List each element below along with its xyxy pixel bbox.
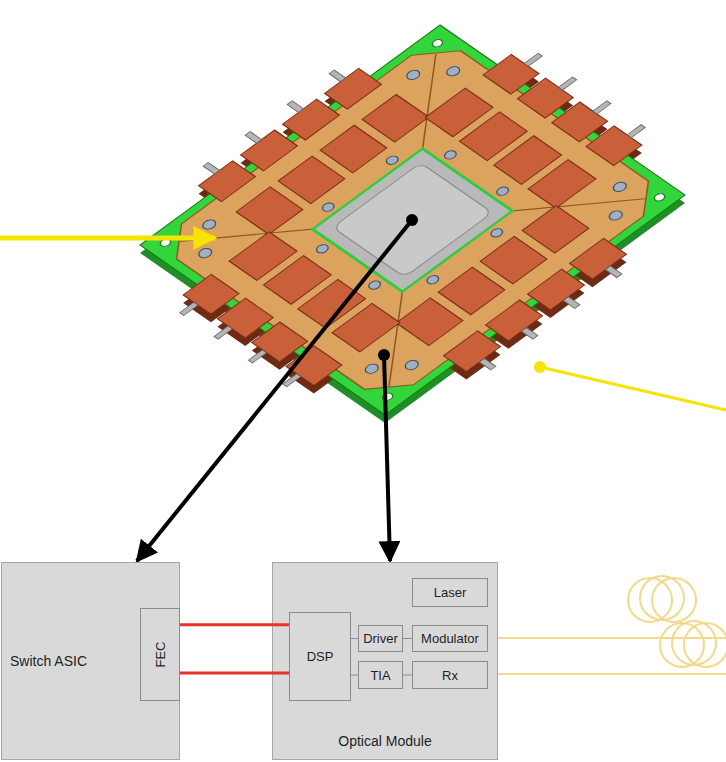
serdes-link xyxy=(180,672,289,675)
dsp-block: DSP xyxy=(289,612,351,701)
module-box: Optical Module LaserDSP Driver ModulatorTIA… xyxy=(272,562,498,760)
rx-block: Rx xyxy=(412,661,488,689)
box-label: DSP xyxy=(307,649,334,664)
fec-block: FEC xyxy=(140,608,180,701)
signal-line xyxy=(403,638,412,639)
driver-block: Driver xyxy=(358,625,403,652)
box-label: TIA xyxy=(370,668,390,683)
signal-line xyxy=(351,638,358,639)
signal-line xyxy=(351,675,358,676)
box-label: Optical Module xyxy=(338,733,431,749)
box-label: Switch ASIC xyxy=(10,653,87,669)
box-label: Laser xyxy=(434,585,467,600)
box-label: Rx xyxy=(442,668,458,683)
signal-line xyxy=(403,675,412,676)
tia-block: TIA xyxy=(358,661,403,689)
box-label: Modulator xyxy=(421,631,479,646)
box-label: Driver xyxy=(363,631,398,646)
laser-block: Laser xyxy=(412,578,488,607)
serdes-link xyxy=(180,623,289,626)
asic-box: Switch ASIC FEC xyxy=(1,562,180,760)
modulator-block: Modulator xyxy=(412,625,488,652)
vertical-label: FEC xyxy=(153,642,168,668)
